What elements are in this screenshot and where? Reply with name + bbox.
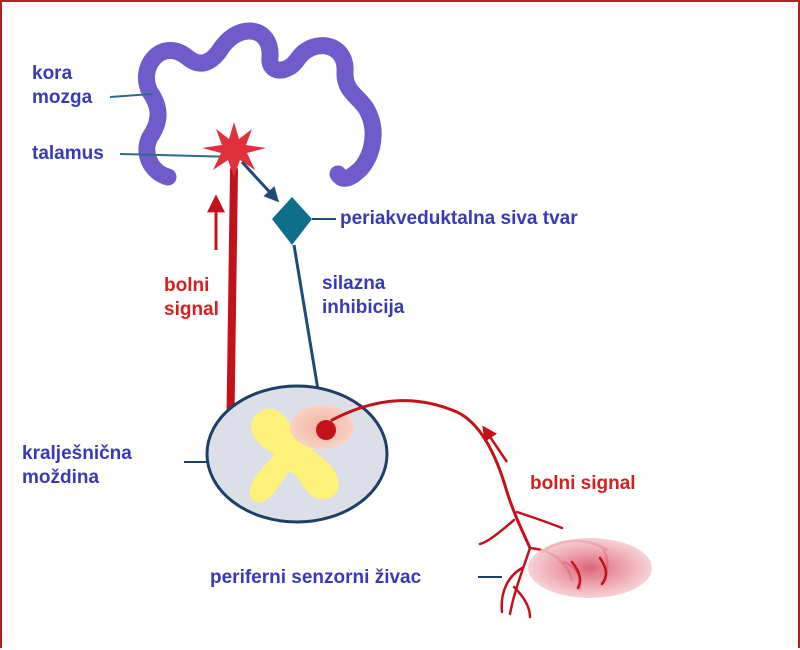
periaqueductal-gray-diamond [272, 197, 312, 245]
label-inhibicija: inhibicija [322, 296, 404, 319]
label-talamus: talamus [32, 142, 104, 165]
label-bolni-signal: bolni signal [530, 472, 636, 495]
label-periakveduktalna: periakveduktalna siva tvar [340, 207, 578, 230]
label-kraljesnicna: kralješnična [22, 442, 132, 465]
label-kora: kora [32, 62, 72, 85]
thalamus-star [202, 122, 266, 177]
tissue-pain-source [528, 538, 652, 598]
descending-inhibition-line [294, 245, 320, 402]
synapse-node [316, 420, 336, 440]
label-mozdina: moždina [22, 466, 99, 489]
label-periferni-zivac: periferni senzorni živac [210, 566, 421, 589]
label-signal-top: signal [164, 298, 219, 321]
thalamus-leader [120, 154, 234, 157]
label-mozga: mozga [32, 86, 92, 109]
label-bolni-top: bolni [164, 274, 209, 297]
thalamus-to-pag-arrow [242, 162, 277, 200]
label-silazna: silazna [322, 272, 385, 295]
